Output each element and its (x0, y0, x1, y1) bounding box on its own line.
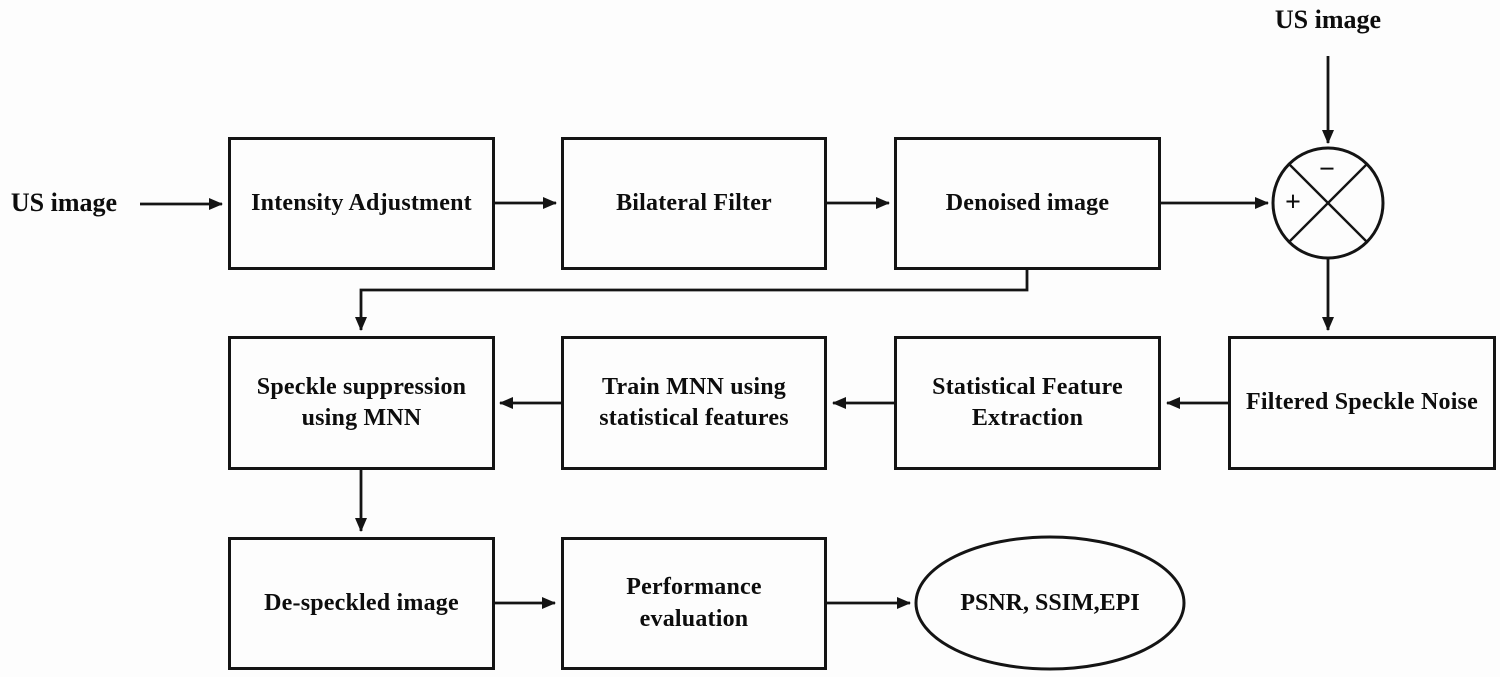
node-performance-evaluation-label: Performance evaluation (626, 574, 762, 632)
node-intensity-adjustment-label: Intensity Adjustment (251, 189, 472, 216)
node-performance-evaluation: Performance evaluation (561, 537, 827, 670)
node-bilateral-filter-label: Bilateral Filter (616, 189, 772, 216)
node-intensity-adjustment: Intensity Adjustment (228, 137, 495, 270)
connector-denoised-to-speckle-suppression (355, 270, 1029, 331)
junction-minus-sign: − (1319, 154, 1335, 185)
node-despeckled-image: De-speckled image (228, 537, 495, 670)
node-speckle-suppression: Speckle suppression using MNN (228, 336, 495, 470)
node-bilateral-filter: Bilateral Filter (561, 137, 827, 270)
node-denoised-image: Denoised image (894, 137, 1161, 270)
metrics-ellipse (914, 535, 1186, 671)
node-filtered-speckle-noise: Filtered Speckle Noise (1228, 336, 1496, 470)
node-denoised-image-label: Denoised image (945, 189, 1110, 216)
node-filtered-speckle-noise-label: Filtered Speckle Noise (1246, 389, 1478, 416)
summing-junction-circle (1271, 146, 1385, 260)
node-train-mnn: Train MNN using statistical features (561, 336, 827, 470)
metrics-ellipse-label: PSNR, SSIM,EPI (960, 589, 1140, 616)
node-despeckled-image-label: De-speckled image (264, 589, 459, 616)
node-speckle-suppression-label: Speckle suppression using MNN (256, 373, 467, 431)
junction-cross-diagonal-2 (1288, 163, 1368, 243)
us-image-source-label-top: US image (1274, 5, 1382, 34)
node-statistical-feature-extraction: Statistical Feature Extraction (894, 336, 1161, 470)
node-statistical-feature-extraction-label: Statistical Feature Extraction (932, 373, 1123, 431)
node-train-mnn-label: Train MNN using statistical features (599, 373, 789, 431)
junction-plus-sign: + (1285, 187, 1301, 218)
us-image-source-label-left: US image (10, 188, 118, 217)
